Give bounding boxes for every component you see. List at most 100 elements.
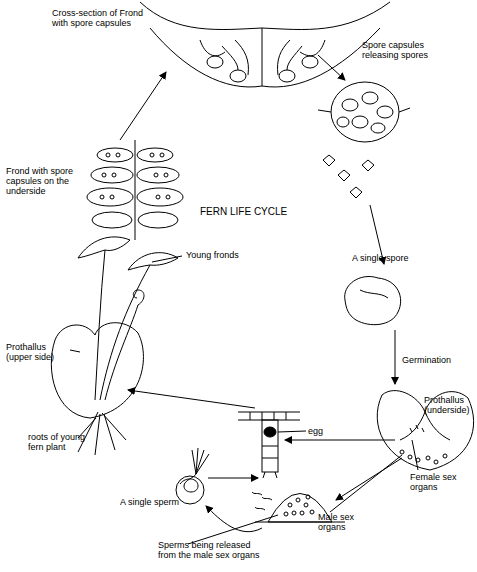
cycle-arrows-part: [206, 506, 262, 532]
leader-lines-part: [188, 515, 278, 544]
frond-part: [102, 173, 106, 177]
frond-cross-section-part: [287, 46, 302, 70]
male-sex-organ-part: [284, 512, 288, 516]
part-label: Germination: [402, 355, 472, 365]
spore-capsules-part: [350, 187, 362, 198]
cycle-arrows-part: [128, 390, 255, 408]
male-sex-organ-part: [306, 495, 310, 499]
egg-organ-part: [263, 472, 277, 478]
cycle-arrows-part: [336, 458, 402, 500]
leader-lines-part: [152, 256, 182, 262]
young-fern-plant-part: [78, 412, 126, 455]
egg-organ-part: [262, 446, 278, 458]
egg-organ-part: [238, 412, 300, 420]
frond-part: [137, 167, 179, 183]
frond-cross-section-part: [235, 40, 248, 75]
egg-organ: [238, 412, 300, 478]
male-sex-organ-part: [304, 503, 308, 507]
frond-part: [137, 188, 183, 206]
part-label: Prothallus (upper side): [6, 342, 72, 362]
young-fern-plant-part: [105, 305, 138, 400]
frond-part: [97, 148, 133, 162]
single-spore: [345, 277, 401, 325]
frond-part: [156, 195, 160, 199]
frond: [87, 140, 183, 240]
frond-part: [137, 148, 173, 162]
male-sex-organ-part: [300, 511, 304, 515]
egg-organ-part: [250, 412, 286, 420]
frond-cross-section-part: [302, 56, 318, 68]
part-label: Sperms being released from the male sex …: [158, 540, 268, 560]
frond-cross-section-part: [207, 56, 223, 68]
cycle-arrows-part: [395, 330, 396, 384]
part-label: Spore capsules releasing spores: [362, 40, 452, 60]
male-sex-organ-part: [292, 511, 296, 515]
young-fern-plant-part: [78, 237, 130, 258]
frond-cross-section: [140, 2, 390, 87]
frond-part: [100, 195, 104, 199]
prothallus-underside-part: [425, 412, 450, 440]
young-fern-plant-part: [51, 323, 143, 418]
frond-part: [87, 188, 133, 206]
frond-cross-section-part: [262, 28, 263, 86]
part-label: Cross-section of Frond with spore capsul…: [52, 8, 152, 28]
frond-cross-section-part: [300, 40, 325, 56]
prothallus-underside-part: [400, 450, 404, 454]
spore-capsules-part: [362, 160, 374, 171]
spore-capsules-part: [323, 155, 335, 166]
young-fern-plant: [51, 237, 178, 455]
sperm: [176, 448, 209, 504]
frond-cross-section-part: [222, 46, 238, 70]
frond-cross-section-part: [140, 2, 390, 30]
part-label: Young fronds: [186, 250, 256, 260]
frond-part: [110, 195, 114, 199]
prothallus-underside-part: [410, 425, 424, 432]
frond-cross-section-part: [200, 40, 225, 56]
frond-cross-section-part: [278, 40, 291, 75]
frond-part: [92, 212, 132, 228]
frond-part: [160, 153, 164, 157]
leader-lines-part: [278, 431, 306, 432]
frond-part: [112, 173, 116, 177]
leader-lines-part: [412, 440, 418, 470]
spore-capsules-part: [338, 170, 350, 181]
diagram-title: FERN LIFE CYCLE: [200, 206, 287, 218]
cycle-arrows-part: [285, 440, 395, 441]
sperm-part: [176, 476, 204, 504]
leader-lines-part: [330, 455, 402, 512]
spore-capsules-part: [399, 108, 410, 112]
spore-capsules: [318, 82, 410, 198]
prothallus-underside-part: [400, 412, 425, 440]
part-label: A single sperm: [120, 497, 190, 507]
part-label: Male sex organs: [318, 512, 373, 532]
frond-part: [138, 212, 178, 228]
leader-lines-part: [70, 350, 80, 352]
cycle-arrows-part: [208, 478, 258, 479]
single-spore-part: [345, 277, 401, 325]
frond-part: [135, 140, 136, 240]
cycle-arrows-part: [318, 55, 345, 80]
part-label: Female sex organs: [410, 472, 470, 492]
frond-part: [154, 173, 158, 177]
frond-cross-section-part: [230, 70, 246, 82]
frond-part: [166, 195, 170, 199]
cycle-arrows-part: [120, 72, 166, 140]
spore-capsules-part: [362, 92, 378, 104]
egg-organ-part: [264, 427, 276, 437]
young-fern-plant-part: [133, 290, 144, 305]
male-sex-organ-part: [296, 498, 300, 502]
spore-capsules-part: [371, 123, 385, 133]
prothallus-underside-part: [408, 455, 412, 459]
male-sex-organ-part: [288, 503, 292, 507]
spore-capsules-part: [331, 82, 399, 142]
spore-capsules-part: [377, 106, 393, 118]
spore-capsules-part: [318, 110, 331, 112]
part-label: A single spore: [352, 253, 432, 263]
spore-capsules-part: [352, 116, 368, 128]
frond-part: [164, 173, 168, 177]
frond-cross-section-part: [279, 70, 295, 82]
frond-part: [116, 153, 120, 157]
male-sex-organ-part: [310, 510, 314, 514]
